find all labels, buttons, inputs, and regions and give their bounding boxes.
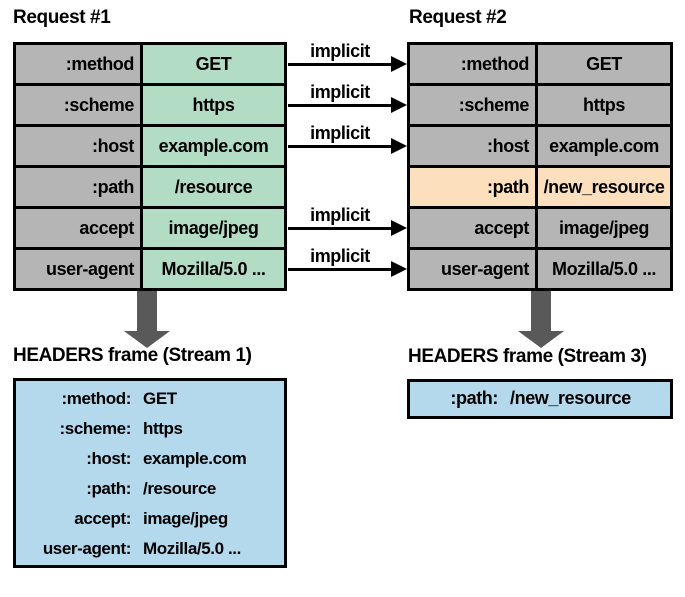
arrow-right-icon [391,97,407,113]
header-name-cell: :path [410,168,538,206]
header-row: accept image/jpeg [410,209,670,250]
arrow-shaft [288,63,392,66]
header-value-cell: image/jpeg [143,209,284,247]
header-row: :host example.com [16,127,284,168]
frame-header-value: /resource [143,479,216,498]
header-name-cell: accept [410,209,538,247]
header-row: :path /resource [16,168,284,209]
request1-table: :method GET :scheme https :host example.… [13,42,287,291]
header-row: accept image/jpeg [16,209,284,250]
header-value-cell: example.com [143,127,284,165]
frame-header-name: user-agent: [42,539,132,558]
frame-row: :path: /new_resource [410,382,670,414]
request1-title: Request #1 [13,7,111,28]
header-value-cell: example.com [538,127,670,165]
down-arrow-icon [518,291,564,348]
header-name-cell: :method [16,45,143,83]
down-arrow-icon [124,291,170,348]
header-row: user-agent Mozilla/5.0 ... [16,250,284,288]
arrow-label: implicit [310,41,370,61]
arrow-shaft [288,227,392,230]
header-name-cell: :path [16,168,143,206]
frame-header-name: :host: [86,449,131,468]
header-name-cell: accept [16,209,143,247]
arrow-label: implicit [310,82,370,102]
frame-header-name: accept: [74,509,131,528]
header-row: :scheme https [410,86,670,127]
header-name-cell: :method [410,45,538,83]
header-row-highlighted-path: :path /new_resource [410,168,670,209]
frame-row: :scheme: https [16,414,284,444]
frame-header-name: :scheme: [59,419,132,438]
frame-header-name: :path: [86,479,131,498]
header-value-cell: Mozilla/5.0 ... [143,250,284,288]
request2-table: :method GET :scheme https :host example.… [407,42,673,291]
header-value-cell: image/jpeg [538,209,670,247]
frame-header-value: Mozilla/5.0 ... [143,539,241,558]
arrow-shaft [288,104,392,107]
frame1-title: HEADERS frame (Stream 1) [13,345,252,366]
arrow-right-icon [391,220,407,236]
headers-frame-stream3-box: :path: /new_resource [407,379,673,419]
header-name-cell: user-agent [16,250,143,288]
arrow-label: implicit [310,123,370,143]
arrow-right-icon [391,261,407,277]
header-name-cell: user-agent [410,250,538,288]
header-value-cell: /new_resource [538,168,670,206]
header-row: :host example.com [410,127,670,168]
header-name-cell: :host [16,127,143,165]
frame-row: :method: GET [16,384,284,414]
frame-header-name: :path: [450,388,498,408]
arrow-right-icon [391,56,407,72]
request2-title: Request #2 [409,7,507,28]
header-row: :scheme https [16,86,284,127]
header-row: user-agent Mozilla/5.0 ... [410,250,670,288]
arrow-right-icon [391,138,407,154]
header-name-cell: :host [410,127,538,165]
header-row: :method GET [16,45,284,86]
arrow-label: implicit [310,205,370,225]
frame-header-value: example.com [143,449,247,468]
frame-row: accept: image/jpeg [16,504,284,534]
header-value-cell: GET [538,45,670,83]
frame-header-value: https [143,419,183,438]
frame-header-value: GET [143,389,177,408]
headers-frame-stream1-box: :method: GET :scheme: https :host: examp… [13,378,287,568]
frame-row: user-agent: Mozilla/5.0 ... [16,534,284,564]
frame-row: :path: /resource [16,474,284,504]
header-value-cell: https [143,86,284,124]
frame-row: :host: example.com [16,444,284,474]
arrow-label: implicit [310,246,370,266]
arrow-shaft [288,268,392,271]
header-value-cell: GET [143,45,284,83]
arrow-shaft [288,145,392,148]
header-row: :method GET [410,45,670,86]
frame-header-value: image/jpeg [143,509,228,528]
frame-header-name: :method: [61,389,131,408]
header-value-cell: /resource [143,168,284,206]
frame-header-value: /new_resource [510,388,631,408]
frame3-title: HEADERS frame (Stream 3) [408,346,647,367]
header-name-cell: :scheme [16,86,143,124]
header-value-cell: Mozilla/5.0 ... [538,250,670,288]
header-name-cell: :scheme [410,86,538,124]
header-value-cell: https [538,86,670,124]
